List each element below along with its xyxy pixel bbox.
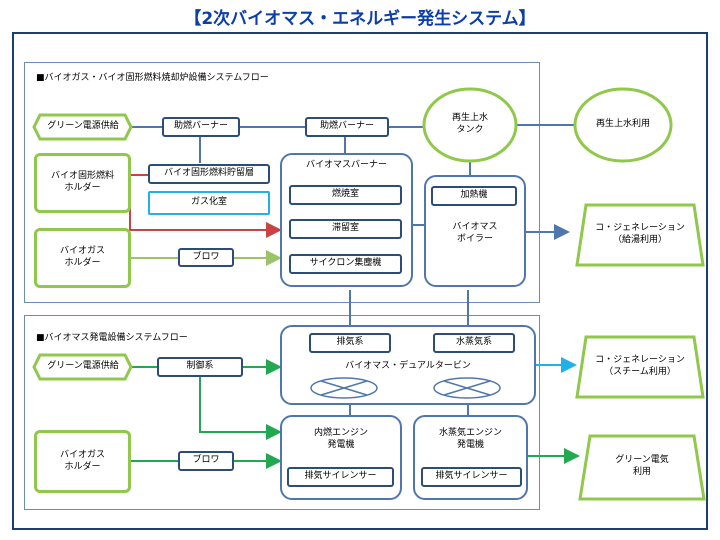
biomass-burner-label: バイオマスバーナー bbox=[305, 160, 387, 170]
cogeneration-hot-water-trapezoid bbox=[575, 203, 705, 267]
outer-frame bbox=[12, 32, 708, 530]
biomass-boiler-label: バイオマス ボイラー bbox=[452, 222, 498, 244]
reclaimed-water-use: 再生上水利用 bbox=[595, 119, 650, 130]
page-title: 【2次バイオマス・エネルギー発生システム】 bbox=[184, 9, 536, 29]
green-power-supply-1: グリーン電源供給 bbox=[47, 121, 119, 132]
aux-burner-1: 助燃バーナー bbox=[162, 117, 240, 137]
solid-fuel-holder: バイオ固形燃料 ホルダー bbox=[34, 153, 131, 213]
aux-burner-2: 助燃バーナー bbox=[305, 117, 389, 137]
cogeneration-steam-trapezoid bbox=[575, 335, 705, 399]
exhaust-silencer-2: 排気サイレンサー bbox=[421, 467, 522, 487]
green-power-use: グリーン電気 利用 bbox=[615, 455, 669, 477]
heater: 加熱機 bbox=[431, 186, 517, 206]
section-power-heading: ■バイオマス発電設備システムフロー bbox=[36, 333, 188, 343]
cogeneration-steam: コ・ジェネレーション （スチーム利用） bbox=[595, 355, 685, 377]
reclaimed-water-use-ellipse bbox=[573, 87, 673, 163]
reclaimed-water-tank-ellipse bbox=[422, 87, 518, 163]
exhaust-silencer-1: 排気サイレンサー bbox=[287, 467, 394, 487]
biogas-holder-2: バイオガス ホルダー bbox=[34, 430, 131, 493]
steam-engine-label: 水蒸気エンジン 発電機 bbox=[438, 428, 502, 450]
internal-combustion-label: 内燃エンジン 発電機 bbox=[313, 428, 368, 450]
cyclone-dust-collector: サイクロン集塵機 bbox=[289, 254, 402, 274]
combustion-chamber: 燃焼室 bbox=[289, 185, 402, 205]
section-incinerator-heading: ■バイオガス・バイオ固形燃料焼却炉設備システムフロー bbox=[36, 73, 269, 83]
green-power-supply-2: グリーン電源供給 bbox=[47, 361, 119, 372]
reclaimed-water-tank: 再生上水 タンク bbox=[451, 113, 488, 135]
retention-chamber: 滞留室 bbox=[289, 219, 402, 239]
blower-1: ブロワ bbox=[178, 248, 234, 267]
steam-system: 水蒸気系 bbox=[433, 333, 515, 353]
exhaust-system: 排気系 bbox=[309, 333, 391, 353]
control-system: 制御系 bbox=[157, 357, 243, 377]
cogeneration-hot-water: コ・ジェネレーション （給湯利用） bbox=[595, 223, 685, 245]
green-power-supply-hexagon-2 bbox=[32, 353, 133, 381]
section-incinerator-flow bbox=[24, 62, 540, 303]
solid-fuel-storage: バイオ固形燃料貯留層 bbox=[148, 164, 270, 184]
blower-2: ブロワ bbox=[178, 451, 234, 471]
section-power-flow bbox=[24, 315, 540, 510]
dual-turbine-label: バイオマス・デュアルタービン bbox=[345, 361, 471, 371]
gasification-chamber: ガス化室 bbox=[148, 191, 270, 215]
biogas-holder-1: バイオガス ホルダー bbox=[34, 228, 131, 288]
green-power-supply-hexagon-1 bbox=[32, 113, 133, 141]
green-power-use-trapezoid bbox=[578, 434, 706, 501]
